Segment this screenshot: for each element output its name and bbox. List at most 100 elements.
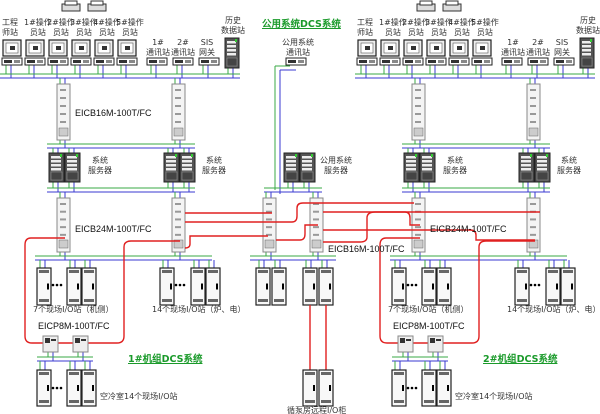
server-cabinet-icon: [534, 152, 551, 183]
computer-unit-icon: [1, 57, 23, 66]
workstation-icon: [357, 39, 377, 57]
ellipsis-icon: [406, 386, 418, 390]
io-group-label: 14个现场I/O站（炉、电）: [507, 305, 600, 314]
network-switch-icon: [262, 197, 277, 253]
computer-unit-icon: [146, 57, 168, 66]
workstation-icon: [25, 39, 45, 57]
computer-unit-icon: [285, 57, 307, 66]
cooling-io-label: 空冷室14个现场I/O站: [455, 392, 533, 401]
fiber-link: [323, 229, 535, 241]
computer-unit-icon: [47, 57, 69, 66]
printer-icon: [87, 0, 107, 12]
io-cabinet-icon: [271, 267, 287, 306]
server-cabinet-icon: [64, 152, 81, 183]
eng-station-label: 工程 师站: [2, 18, 18, 37]
workstation-icon: [472, 39, 492, 57]
workstation-icon: [2, 39, 22, 57]
unit-title: 2#机组DCS系统: [483, 354, 558, 365]
server-cabinet-icon: [299, 152, 316, 183]
fiber-link: [184, 235, 268, 249]
eicp-switch-icon: [427, 335, 444, 353]
comm-station-label: 1# 通讯站: [501, 38, 525, 57]
common-server-label: 公用系统 服务器: [320, 156, 352, 175]
io-cabinet-icon: [560, 267, 576, 306]
op-station-label: 2#操作 员站: [402, 18, 430, 37]
op-station-label: 4#操作 员站: [93, 18, 121, 37]
mid-switch-label: EICB24M-100T/FC: [75, 224, 152, 234]
eicp-switch-icon: [72, 335, 89, 353]
unit-title: 1#机组DCS系统: [128, 354, 203, 365]
unit-1: [0, 65, 240, 374]
common-comm-station-label: 公用系统 通讯站: [282, 38, 314, 57]
computer-unit-icon: [425, 57, 447, 66]
workstation-icon: [48, 39, 68, 57]
io-cabinet-icon: [318, 267, 334, 306]
io-cabinet-icon: [391, 369, 407, 407]
op-station-label: 1#操作 员站: [24, 18, 52, 37]
sis-gateway-label: SIS 网关: [199, 38, 215, 57]
remote-io-label: 循泵房远程I/O柜: [287, 406, 347, 414]
io-cabinet-icon: [255, 267, 271, 306]
top-switch-label: EICB16M-100T/FC: [75, 108, 152, 118]
cooling-io-label: 空冷室14个现场I/O站: [100, 392, 178, 401]
fiber-link: [323, 211, 420, 226]
io-cabinet-icon: [545, 267, 561, 306]
op-station-label: 3#操作 员站: [425, 18, 453, 37]
network-switch-icon: [56, 197, 71, 253]
workstation-icon: [94, 39, 114, 57]
server-label: 系统 服务器: [443, 156, 467, 175]
server-cabinet-icon: [163, 152, 180, 183]
mid-switch-label: EICB24M-100T/FC: [430, 224, 507, 234]
io-cabinet-icon: [302, 267, 318, 306]
io-cabinet-icon: [190, 267, 206, 306]
computer-unit-icon: [448, 57, 470, 66]
io-cabinet-icon: [205, 267, 221, 306]
io-cabinet-icon: [159, 267, 175, 306]
server-cabinet-icon: [419, 152, 436, 183]
io-cabinet-icon: [302, 369, 318, 407]
network-switch-icon: [56, 83, 71, 141]
network-switch-icon: [411, 83, 426, 141]
sis-gateway-label: SIS 网关: [554, 38, 570, 57]
workstation-icon: [426, 39, 446, 57]
computer-unit-icon: [379, 57, 401, 66]
io-cabinet-icon: [318, 369, 334, 407]
server-label: 系统 服务器: [557, 156, 581, 175]
io-cabinet-icon: [81, 267, 97, 306]
workstation-icon: [71, 39, 91, 57]
comm-station-label: 2# 通讯站: [171, 38, 195, 57]
io-cabinet-icon: [391, 267, 407, 306]
comm-station-label: 2# 通讯站: [526, 38, 550, 57]
eicp-switch-icon: [397, 335, 414, 353]
server-cabinet-icon: [518, 152, 535, 183]
computer-unit-icon: [172, 57, 194, 66]
common-title: 公用系统DCS系统: [262, 19, 341, 30]
op-station-label: 1#操作 员站: [379, 18, 407, 37]
io-cabinet-icon: [514, 267, 530, 306]
historian-label: 历史 数据站: [576, 16, 600, 35]
comm-station-label: 1# 通讯站: [146, 38, 170, 57]
io-cabinet-icon: [421, 369, 437, 407]
op-station-label: 4#操作 员站: [448, 18, 476, 37]
printer-icon: [442, 0, 462, 12]
io-cabinet-icon: [81, 369, 97, 407]
server-label: 系统 服务器: [88, 156, 112, 175]
ellipsis-icon: [406, 283, 418, 287]
io-group-label: 14个现场I/O站（炉、电）: [152, 305, 246, 314]
eng-station-label: 工程 师站: [357, 18, 373, 37]
io-group-label: 7个现场I/O站（机侧）: [388, 305, 469, 314]
server-cabinet-icon: [48, 152, 65, 183]
server-cabinet-icon: [403, 152, 420, 183]
op-station-label: 2#操作 员站: [47, 18, 75, 37]
ellipsis-icon: [51, 283, 63, 287]
workstation-icon: [117, 39, 137, 57]
computer-unit-icon: [356, 57, 378, 66]
workstation-icon: [449, 39, 469, 57]
ellipsis-icon: [529, 283, 541, 287]
io-cabinet-icon: [421, 267, 437, 306]
computer-unit-icon: [198, 57, 220, 66]
computer-unit-icon: [553, 57, 575, 66]
fiber-link: [323, 211, 540, 243]
